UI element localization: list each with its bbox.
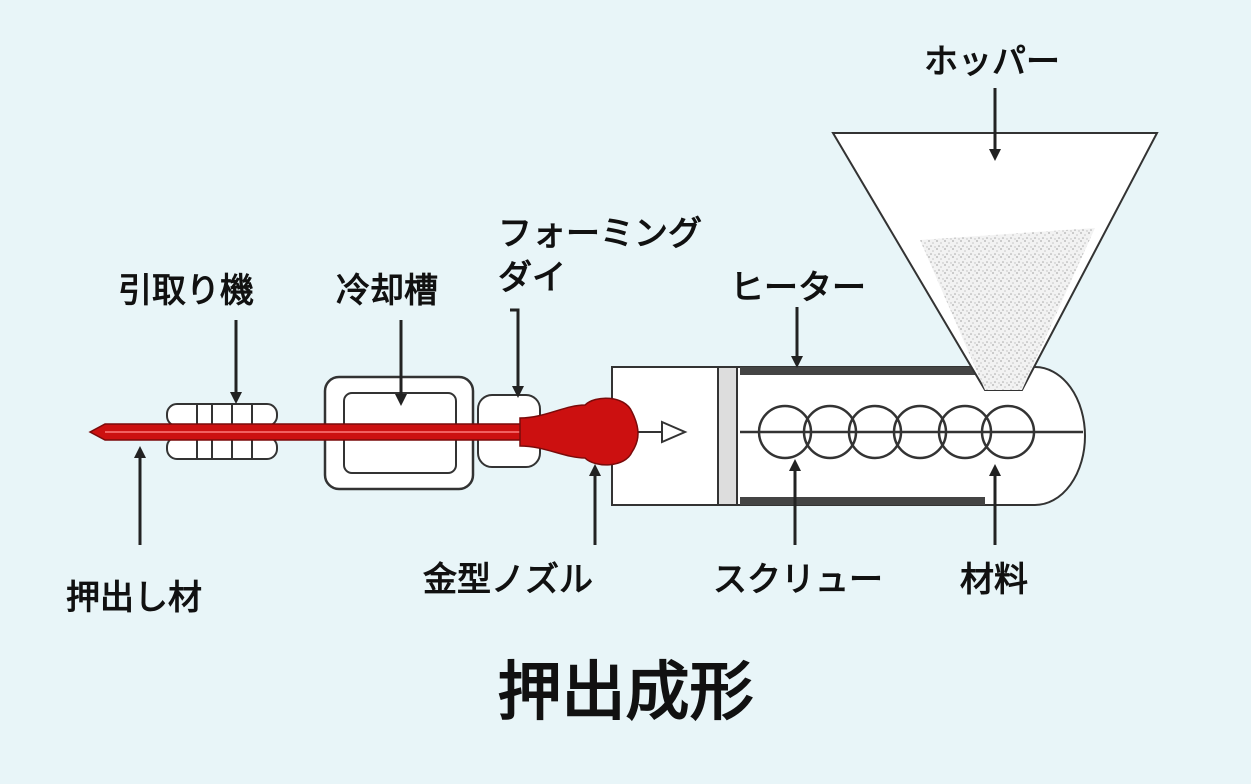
hopper: [831, 132, 1159, 391]
nozzle-tip: [635, 420, 688, 444]
puller-label: 引取り機: [118, 271, 254, 311]
forming-die-label-line2: ダイ: [498, 258, 566, 298]
molten-bulb: [519, 397, 639, 466]
hopper-label: ホッパー: [924, 42, 1060, 82]
hopper-material: [920, 228, 1095, 390]
material-label: 材料: [960, 560, 1028, 600]
heater-label: ヒーター: [730, 268, 866, 308]
forming-die-arrow: [510, 308, 524, 398]
puller: [166, 403, 278, 460]
nozzle-label: 金型ノズル: [423, 560, 593, 600]
heater-band: [740, 367, 978, 375]
forming-die-label-line1: フォーミング: [498, 214, 702, 254]
extrudate-rod: [88, 423, 541, 441]
diagram-title: 押出成形: [497, 656, 754, 730]
arrows: [134, 88, 1001, 545]
screw: [740, 404, 1083, 460]
screw-label: スクリュー: [713, 560, 883, 600]
extrudate-label: 押出し材: [66, 578, 202, 618]
cooling-tank-label: 冷却槽: [336, 271, 438, 311]
